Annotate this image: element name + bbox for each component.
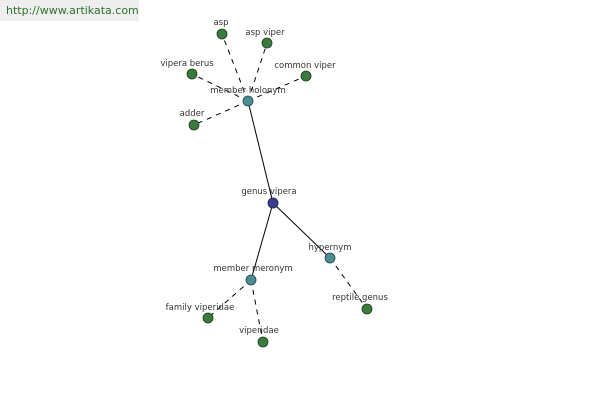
- label-asp-viper: asp viper: [245, 28, 285, 38]
- node-viperidae-circle[interactable]: [257, 336, 269, 348]
- label-adder: adder: [180, 109, 205, 119]
- label-member-holonym: member holonym: [210, 86, 285, 96]
- label-vipera-berus: vipera berus: [160, 59, 214, 69]
- node-asp-circle[interactable]: [216, 28, 228, 40]
- node-family-viperidae-circle[interactable]: [202, 312, 214, 324]
- node-member-holonym-circle[interactable]: [242, 95, 254, 107]
- node-common-viper-circle[interactable]: [300, 70, 312, 82]
- edge-holonym-vipera-berus: [191, 73, 249, 102]
- node-asp-viper-circle[interactable]: [261, 37, 273, 49]
- edge-hypernym-reptile-genus: [329, 257, 368, 310]
- label-hypernym: hypernym: [308, 243, 351, 253]
- node-reptile-genus-circle[interactable]: [361, 303, 373, 315]
- edge-meronym-viperidae: [250, 279, 264, 343]
- label-member-meronym: member meronym: [213, 264, 292, 274]
- label-asp: asp: [213, 18, 228, 28]
- node-hypernym-circle[interactable]: [324, 252, 336, 264]
- edge-holonym-common-viper: [247, 75, 307, 102]
- label-genus-vipera: genus vipera: [241, 187, 296, 197]
- nodes-layer: [186, 28, 373, 348]
- label-viperidae: viperidae: [239, 326, 279, 336]
- node-vipera-berus-circle[interactable]: [186, 68, 198, 80]
- label-common-viper: common viper: [274, 61, 336, 71]
- node-genus-vipera-circle[interactable]: [267, 197, 279, 209]
- edge-holonym-center: [247, 100, 274, 204]
- edges-layer: [191, 33, 368, 343]
- node-adder-circle[interactable]: [188, 119, 200, 131]
- node-member-meronym-circle[interactable]: [245, 274, 257, 286]
- edge-hypernym-center: [272, 202, 331, 259]
- source-url-link[interactable]: http://www.artikata.com: [6, 4, 139, 17]
- edge-holonym-asp-viper: [247, 42, 268, 102]
- watermark-bar: http://www.artikata.com: [0, 0, 139, 21]
- label-reptile-genus: reptile genus: [332, 293, 388, 303]
- labels-layer: asp asp viper vipera berus common viper …: [160, 18, 388, 336]
- edge-meronym-center: [250, 202, 274, 281]
- label-family-viperidae: family viperidae: [166, 303, 235, 313]
- edge-holonym-asp: [221, 33, 249, 102]
